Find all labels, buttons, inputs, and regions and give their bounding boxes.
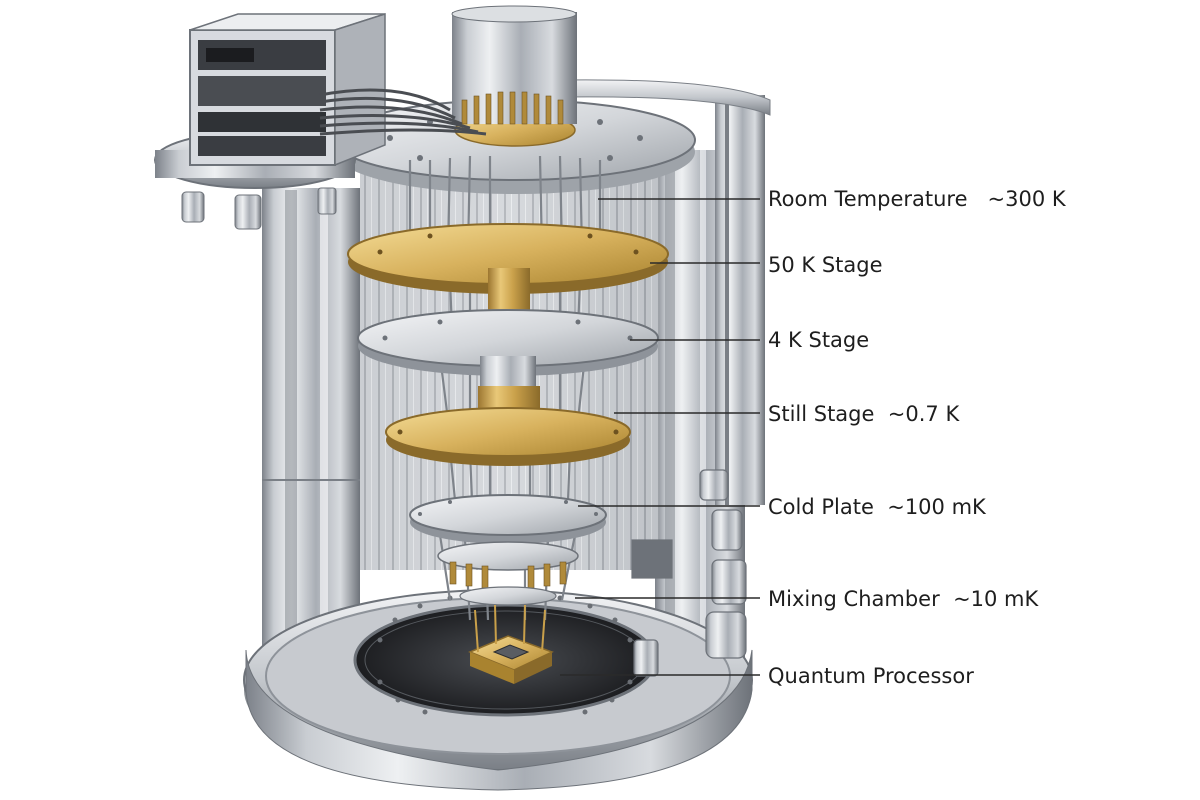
control-electronics <box>154 12 487 230</box>
50k-stage-plate <box>347 223 669 330</box>
still-stage-plate <box>385 386 631 466</box>
label-still-stage: Still Stage ~0.7 K <box>768 402 960 426</box>
label-room-temperature: Room Temperature ~300 K <box>768 187 1067 211</box>
label-mixing-chamber: Mixing Chamber ~10 mK <box>768 587 1040 611</box>
base-plate <box>243 589 753 791</box>
label-quantum-processor: Quantum Processor <box>768 664 974 688</box>
mixing-chamber <box>437 541 579 606</box>
quantum-processor <box>468 604 554 684</box>
label-50k-stage: 50 K Stage <box>768 253 883 277</box>
4k-stage-plate <box>357 309 659 386</box>
stage-labels: Room Temperature ~300 K 50 K Stage 4 K S… <box>768 187 1067 688</box>
label-4k-stage: 4 K Stage <box>768 328 869 352</box>
leader-lines <box>560 198 760 676</box>
outer-shell <box>262 79 771 710</box>
cold-plate <box>409 494 607 544</box>
side-ports <box>631 469 747 677</box>
label-cold-plate: Cold Plate ~100 mK <box>768 495 987 519</box>
